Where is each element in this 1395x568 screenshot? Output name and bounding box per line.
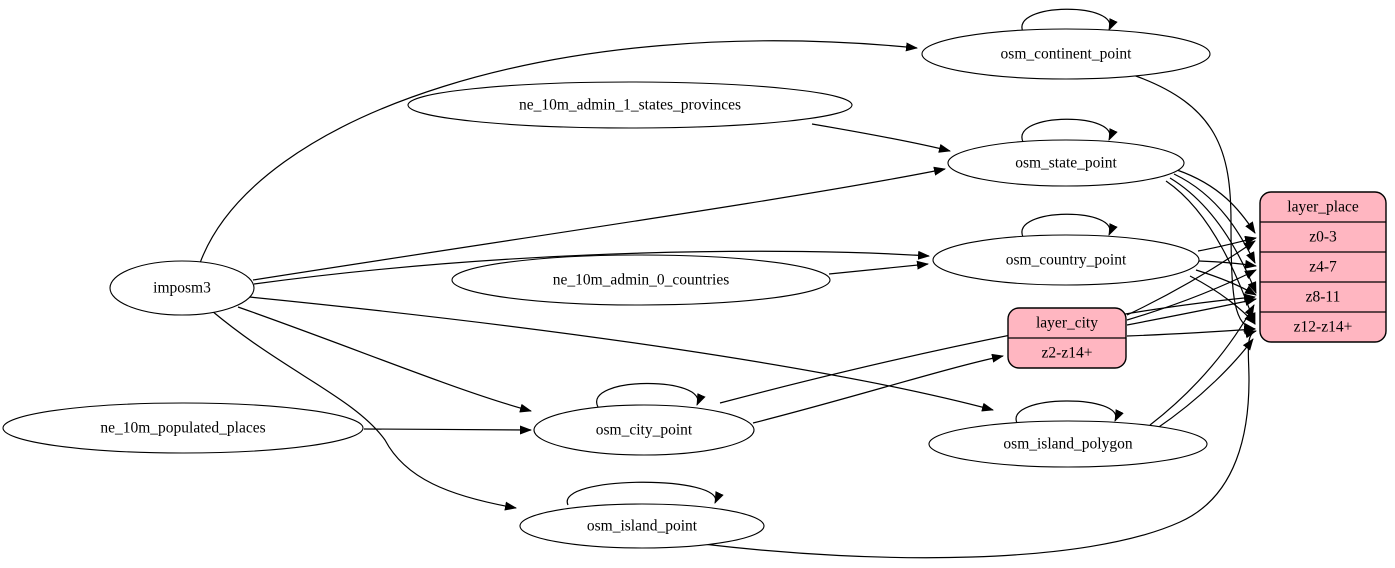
record-layer_city: layer_city z2-z14+ — [1007, 307, 1127, 369]
node-osm_island_point: osm_island_point — [519, 503, 765, 549]
node-label-osm_state_point: osm_state_point — [1015, 155, 1117, 172]
edge-imposm3-to-osm_state_point — [252, 166, 946, 281]
node-label-ne_10m_admin_1_states_provinces: ne_10m_admin_1_states_provinces — [519, 97, 741, 114]
node-label-osm_continent_point: osm_continent_point — [1001, 46, 1133, 63]
node-shape-osm_island_polygon — [928, 420, 1208, 468]
node-label-osm_island_polygon: osm_island_polygon — [1003, 436, 1132, 453]
edge-osm_island_polygon-to-layer_place:z8-11 — [1149, 304, 1255, 426]
edge-imposm3-to-osm_island_point — [211, 310, 517, 511]
node-shape-ne_10m_populated_places — [2, 402, 364, 454]
node-osm_city_point: osm_city_point — [533, 404, 755, 456]
node-shape-osm_continent_point — [921, 28, 1211, 80]
self-loop-edge-osm_country_point-to-osm_country_point — [1021, 213, 1118, 238]
edge-osm_city_point-to-layer_city:z2-z14+ — [752, 353, 1004, 424]
edge-osm_state_point-to-layer_place:z4-7 — [1173, 173, 1256, 264]
node-osm_country_point: osm_country_point — [932, 234, 1200, 286]
node-label-osm_country_point: osm_country_point — [1006, 252, 1127, 269]
record-title-layer_city: layer_city — [1036, 315, 1098, 332]
record-shape-layer_place — [1259, 191, 1387, 343]
edge-osm_country_point-to-layer_place:z4-7 — [1198, 259, 1257, 269]
node-label-osm_island_point: osm_island_point — [587, 518, 698, 535]
node-ne_10m_populated_places: ne_10m_populated_places — [2, 402, 364, 454]
edge-imposm3-to-osm_city_point — [237, 306, 532, 413]
record-layer_place: layer_place z0-3 z4-7 z8-11 z12-z14+ — [1259, 191, 1387, 343]
edge-osm_city_point-to-layer_place:z8-11 — [719, 293, 1256, 404]
node-shape-ne_10m_admin_1_states_provinces — [407, 81, 853, 129]
edge-osm_state_point-to-layer_place:z8-11 — [1169, 177, 1257, 294]
node-shape-osm_state_point — [947, 139, 1185, 187]
node-label-ne_10m_admin_0_countries: ne_10m_admin_0_countries — [553, 272, 730, 289]
edge-osm_continent_point-to-layer_place:z12-z14+ — [1132, 74, 1256, 332]
edge-imposm3-to-osm_continent_point — [199, 40, 918, 264]
edge-osm_state_point-to-layer_place:z0-3 — [1176, 169, 1256, 234]
record-row-layer_place-z12-z14+: z12-z14+ — [1294, 319, 1353, 336]
node-label-ne_10m_populated_places: ne_10m_populated_places — [100, 420, 265, 437]
record-row-layer_place-z8-11: z8-11 — [1306, 289, 1341, 306]
record-row-layer_city-z2-z14+: z2-z14+ — [1042, 345, 1093, 362]
node-osm_state_point: osm_state_point — [947, 139, 1185, 187]
node-ne_10m_admin_0_countries: ne_10m_admin_0_countries — [451, 254, 831, 306]
edge-imposm3-to-osm_island_polygon — [248, 296, 994, 412]
node-ne_10m_admin_1_states_provinces: ne_10m_admin_1_states_provinces — [407, 81, 853, 129]
node-label-imposm3: imposm3 — [153, 280, 211, 297]
edge-layer_city-to-layer_place:z8-11 — [1126, 297, 1257, 326]
edge-ne_10m_admin_1_states_provinces-to-osm_state_point — [811, 123, 951, 153]
self-loop-edge-osm_city_point-to-osm_city_point — [596, 382, 706, 408]
edge-layer_city-to-layer_place:z0-3 — [1126, 240, 1256, 316]
node-shape-ne_10m_admin_0_countries — [451, 254, 831, 306]
node-label-osm_city_point: osm_city_point — [596, 422, 693, 439]
self-loop-edge-osm_island_point-to-osm_island_point — [566, 481, 724, 506]
edge-osm_island_polygon-to-layer_place:z12-z14+ — [1155, 338, 1254, 430]
edge-imposm3-to-osm_country_point — [253, 250, 930, 285]
node-shape-osm_city_point — [533, 404, 755, 456]
edge-osm_island_point-to-layer_place:z12-z14+ — [702, 329, 1257, 559]
record-title-layer_place: layer_place — [1287, 199, 1359, 216]
node-osm_continent_point: osm_continent_point — [921, 28, 1211, 80]
node-imposm3: imposm3 — [109, 260, 255, 316]
edge-osm_country_point-to-layer_place:z8-11 — [1195, 269, 1257, 296]
node-shape-osm_island_point — [519, 503, 765, 549]
record-row-layer_place-z0-3: z0-3 — [1309, 229, 1337, 246]
edge-osm_country_point-to-layer_place:z0-3 — [1197, 235, 1257, 252]
record-row-layer_place-z4-7: z4-7 — [1309, 259, 1337, 276]
node-osm_island_polygon: osm_island_polygon — [928, 420, 1208, 468]
edge-layer_city-to-layer_place:z4-7 — [1126, 269, 1257, 321]
self-loop-edge-osm_island_polygon-to-osm_island_polygon — [1015, 400, 1124, 424]
self-loop-edge-osm_continent_point-to-osm_continent_point — [1021, 8, 1118, 33]
self-loop-edge-osm_state_point-to-osm_state_point — [1021, 118, 1118, 143]
edge-ne_10m_admin_0_countries-to-osm_country_point — [828, 260, 929, 275]
node-shape-imposm3 — [109, 260, 255, 316]
node-shape-osm_country_point — [932, 234, 1200, 286]
edge-ne_10m_populated_places-to-osm_city_point — [363, 425, 532, 435]
edge-osm_country_point-to-layer_place:z12-z14+ — [1189, 275, 1256, 325]
